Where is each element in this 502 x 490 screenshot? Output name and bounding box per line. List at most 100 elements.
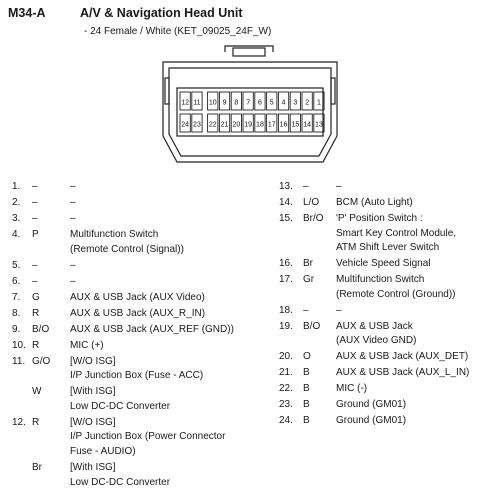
svg-text:16: 16 — [280, 122, 288, 129]
pin-number: 5. — [12, 259, 20, 272]
svg-text:8: 8 — [234, 100, 238, 107]
svg-text:22: 22 — [209, 122, 217, 129]
connector-pin-6: 6 — [255, 92, 265, 110]
pin-number: 9. — [12, 323, 20, 336]
wire-color: L/O — [303, 196, 319, 209]
wire-color: P — [32, 228, 39, 241]
wire-color: B — [303, 414, 310, 427]
pin-number: 17. — [279, 273, 293, 286]
svg-text:15: 15 — [291, 122, 299, 129]
pin-number: 19. — [279, 320, 293, 333]
connector-pin-4: 4 — [278, 92, 288, 110]
svg-text:17: 17 — [268, 122, 276, 129]
connector-pin-14: 14 — [302, 114, 312, 132]
pin-number: 3. — [12, 212, 20, 225]
wire-color: R — [32, 307, 39, 320]
svg-text:9: 9 — [223, 100, 227, 107]
connector-pin-5: 5 — [267, 92, 277, 110]
svg-text:12: 12 — [181, 100, 189, 107]
connector-code: M34-A — [8, 6, 46, 20]
wire-color: G/O — [32, 355, 50, 368]
wire-color: Gr — [303, 273, 314, 286]
connector-pin-8: 8 — [231, 92, 241, 110]
wire-color: Br — [32, 461, 42, 474]
connector-pin-15: 15 — [290, 114, 300, 132]
pin-description: AUX & USB Jack (AUX_L_IN) — [336, 366, 469, 381]
wire-color: Br — [303, 257, 313, 270]
svg-text:23: 23 — [193, 122, 201, 129]
pin-description: (Remote Control (Signal)) — [70, 243, 184, 258]
connector-pin-16: 16 — [278, 114, 288, 132]
pin-description: MIC (-) — [336, 382, 367, 397]
pin-description: Smart Key Control Module, — [336, 227, 456, 242]
pin-description: [W/O ISG] — [70, 416, 225, 431]
pin-number: 22. — [279, 382, 293, 395]
pin-number: 18. — [279, 304, 293, 317]
connector-pin-7: 7 — [243, 92, 253, 110]
wire-color: – — [32, 196, 38, 209]
pin-number: 23. — [279, 398, 293, 411]
pin-description: I/P Junction Box (Power Connector — [70, 430, 225, 445]
pin-description: AUX & USB Jack (AUX_DET) — [336, 350, 468, 365]
connector-subtitle: - 24 Female / White (KET_09025_24F_W) — [84, 26, 271, 37]
pin-number: 12. — [12, 416, 26, 429]
wire-color: – — [32, 212, 38, 225]
pin-number: 15. — [279, 212, 293, 225]
connector-pin-17: 17 — [267, 114, 277, 132]
wire-color: B — [303, 382, 310, 395]
svg-text:21: 21 — [221, 122, 229, 129]
pin-description: Ground (GM01) — [336, 398, 406, 413]
pin-description: 'P' Position Switch : — [336, 212, 456, 227]
pin-number: 7. — [12, 291, 20, 304]
svg-text:10: 10 — [209, 100, 217, 107]
pin-number: 24. — [279, 414, 293, 427]
pin-number: 4. — [12, 228, 20, 241]
pin-description: Multifunction Switch — [336, 273, 455, 288]
svg-text:2: 2 — [305, 100, 309, 107]
pin-description: MIC (+) — [70, 339, 104, 354]
pin-description: AUX & USB Jack (AUX_REF (GND)) — [70, 323, 234, 338]
pin-description: Ground (GM01) — [336, 414, 406, 429]
svg-text:3: 3 — [293, 100, 297, 107]
pin-description: BCM (Auto Light) — [336, 196, 413, 211]
wire-color: B — [303, 398, 310, 411]
pin-description: [W/O ISG] — [70, 355, 203, 370]
svg-text:20: 20 — [232, 122, 240, 129]
pin-number: 13. — [279, 180, 293, 193]
pin-number: 20. — [279, 350, 293, 363]
pin-description: – — [70, 196, 76, 211]
connector-pin-21: 21 — [219, 114, 229, 132]
wire-color: G — [32, 291, 40, 304]
pin-description: [With ISG] — [70, 461, 170, 476]
pin-description: – — [70, 275, 76, 290]
pin-description: Low DC-DC Converter — [70, 400, 170, 415]
pin-number: 8. — [12, 307, 20, 320]
connector-pin-11: 11 — [192, 92, 202, 110]
pin-description: AUX & USB Jack (AUX_R_IN) — [70, 307, 205, 322]
svg-text:14: 14 — [303, 122, 311, 129]
page-title: A/V & Navigation Head Unit — [80, 6, 243, 20]
pin-description: (Remote Control (Ground)) — [336, 288, 455, 303]
wire-color: – — [32, 275, 38, 288]
pin-number: 16. — [279, 257, 293, 270]
connector-pin-20: 20 — [231, 114, 241, 132]
connector-pin-12: 12 — [180, 92, 190, 110]
pin-description: ATM Shift Lever Switch — [336, 241, 456, 256]
connector-pin-24: 24 — [180, 114, 190, 132]
pin-number: 10. — [12, 339, 26, 352]
wire-color: R — [32, 416, 39, 429]
svg-text:24: 24 — [181, 122, 189, 129]
pin-description: – — [70, 259, 76, 274]
connector-pin-3: 3 — [290, 92, 300, 110]
wire-color: O — [303, 350, 311, 363]
pin-description: Fuse - AUDIO) — [70, 445, 225, 460]
pin-description: AUX & USB Jack — [336, 320, 416, 335]
wire-color: Br/O — [303, 212, 324, 225]
wire-color: B/O — [32, 323, 49, 336]
pin-number: 21. — [279, 366, 293, 379]
pin-description: – — [70, 180, 76, 195]
pin-description: – — [336, 304, 342, 319]
